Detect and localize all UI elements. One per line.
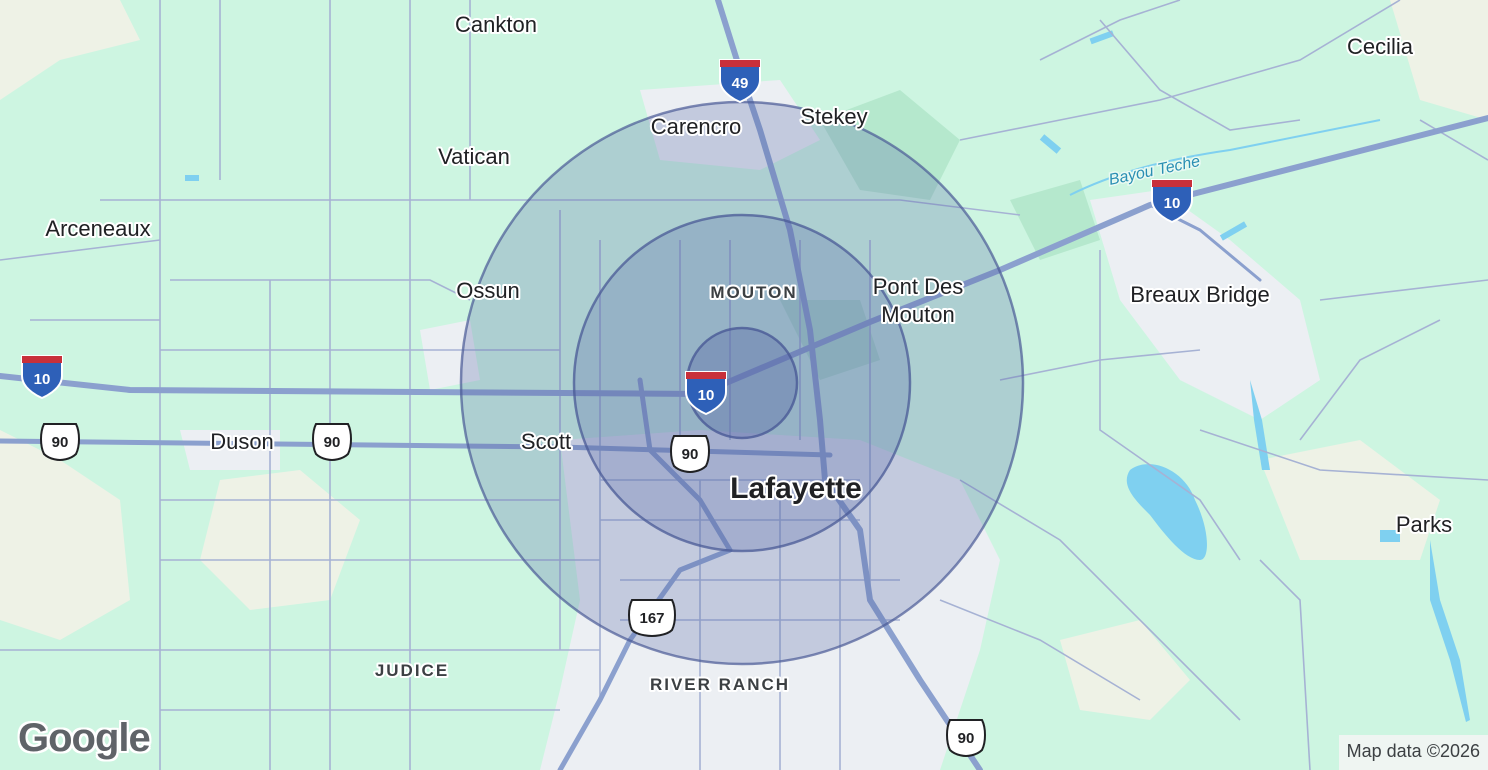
label-cecilia[interactable]: Cecilia [1345, 32, 1416, 61]
i10-east-shield: 10 [1151, 179, 1193, 224]
label-mouton[interactable]: MOUTON [708, 281, 797, 304]
label-lafayette[interactable]: Lafayette [728, 470, 864, 507]
us90-center-shield: 90 [670, 435, 710, 474]
us90-west-shield-label: 90 [52, 434, 69, 451]
us167-road [557, 377, 733, 770]
water-features [185, 30, 1470, 722]
google-logo[interactable]: Google [18, 716, 151, 760]
us167-shield-label: 167 [639, 610, 664, 627]
i49-shield-label: 49 [732, 75, 749, 92]
radius-rings [459, 100, 1025, 666]
label-pont-des-mouton[interactable]: Mouton [879, 300, 956, 329]
label-carencro[interactable]: Carencro [649, 112, 743, 141]
label-judice[interactable]: JUDICE [373, 659, 449, 682]
label-scott[interactable]: Scott [519, 427, 573, 456]
place-labels: Cankton Cecilia Carencro Stekey Vatican … [43, 10, 1454, 696]
label-vatican[interactable]: Vatican [436, 142, 512, 171]
i10-east-shield-label: 10 [1164, 195, 1181, 212]
us90-south-shield: 90 [946, 719, 986, 758]
i10-west-shield: 10 [21, 355, 63, 400]
urban-area [180, 80, 1320, 770]
us90-mid-shield-label: 90 [324, 434, 341, 451]
us90-west-shield: 90 [40, 423, 80, 462]
us90-center-shield-label: 90 [682, 446, 699, 463]
label-ossun[interactable]: Ossun [454, 276, 522, 305]
us90-mid-shield: 90 [312, 423, 352, 462]
label-parks[interactable]: Parks [1394, 510, 1454, 539]
label-stekey[interactable]: Stekey [798, 102, 869, 131]
us167-shield: 167 [628, 599, 676, 638]
label-arceneaux[interactable]: Arceneaux [43, 214, 152, 243]
label-river-ranch[interactable]: RIVER RANCH [648, 673, 790, 696]
middle-radius-ring [572, 213, 912, 553]
label-cankton[interactable]: Cankton [453, 10, 539, 39]
lake [1126, 464, 1207, 560]
i10-center-shield-label: 10 [698, 387, 715, 404]
label-breaux-bridge[interactable]: Breaux Bridge [1128, 280, 1271, 309]
map-attribution[interactable]: Map data ©2026 [1338, 735, 1488, 770]
label-duson[interactable]: Duson [208, 427, 276, 456]
i49-shield: 49 [719, 59, 761, 104]
i10-center-shield: 10 [685, 371, 727, 416]
i10-west-shield-label: 10 [34, 371, 51, 388]
bayou-teche-line [1069, 119, 1381, 196]
us90-road [0, 438, 833, 458]
label-pont-des[interactable]: Pont Des [871, 272, 966, 301]
i49-road [715, 0, 983, 770]
us90-south-shield-label: 90 [958, 730, 975, 747]
